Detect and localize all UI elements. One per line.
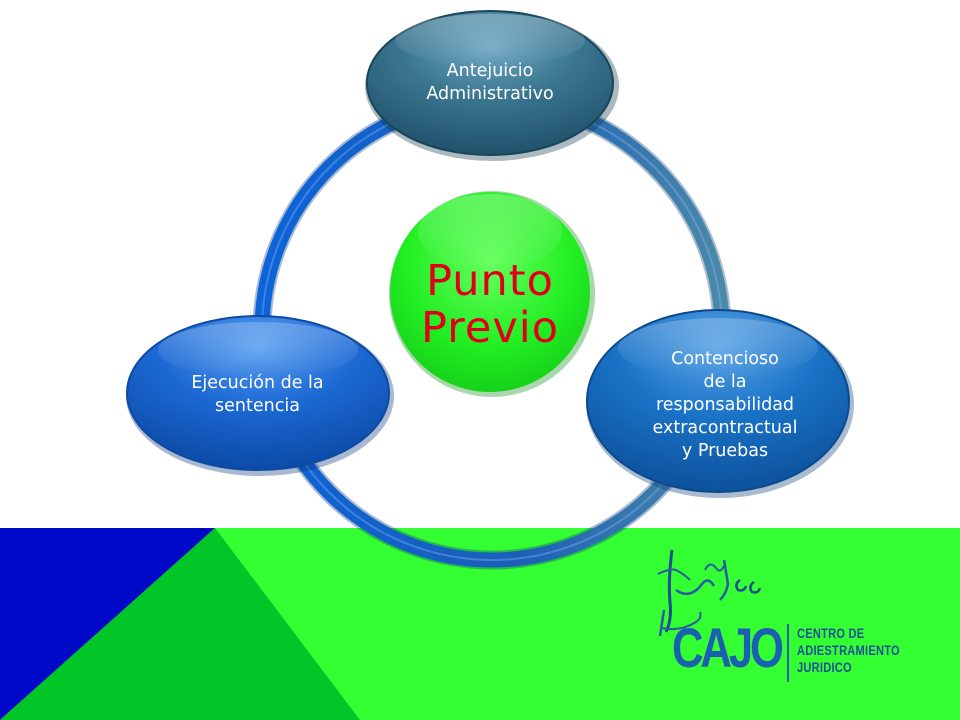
top-node-gloss bbox=[395, 14, 585, 66]
right-node-line-5: y Pruebas bbox=[681, 440, 769, 461]
right-node-gloss bbox=[618, 318, 818, 378]
left-node-gloss bbox=[158, 322, 358, 378]
top-node-line-1: Antejuicio bbox=[446, 61, 534, 81]
left-node-line-2: sentencia bbox=[215, 396, 300, 416]
logo-line-2: ADIESTRAMIENTO bbox=[797, 643, 900, 658]
center-node-label: Punto Previo bbox=[395, 215, 585, 395]
top-node-label: Antejuicio Administrativo bbox=[375, 38, 605, 128]
logo-wordmark: CAJO bbox=[672, 616, 784, 679]
top-node-line-2: Administrativo bbox=[426, 84, 554, 104]
logo-line-3: JURIDICO bbox=[797, 660, 852, 675]
right-node-line-3: responsabilidad bbox=[655, 394, 795, 415]
right-node-line-4: extracontractual bbox=[652, 417, 798, 438]
center-node-gloss bbox=[418, 194, 562, 270]
right-node-line-2: de la bbox=[703, 371, 747, 392]
mid-green-triangle bbox=[0, 528, 360, 720]
logo-line-1: CENTRO DE bbox=[797, 626, 865, 641]
left-node-line-1: Ejecución de la bbox=[191, 373, 324, 393]
left-node-label: Ejecución de la sentencia bbox=[140, 350, 375, 440]
center-label-line-1: Punto bbox=[426, 256, 554, 306]
center-label-line-2: Previo bbox=[420, 303, 560, 353]
right-node-line-1: Contencioso bbox=[671, 348, 779, 369]
logo-scales-of-justice-icon bbox=[657, 549, 762, 637]
logo-divider bbox=[787, 624, 789, 682]
right-node-label: Contencioso de la responsabilidad extrac… bbox=[600, 330, 850, 480]
